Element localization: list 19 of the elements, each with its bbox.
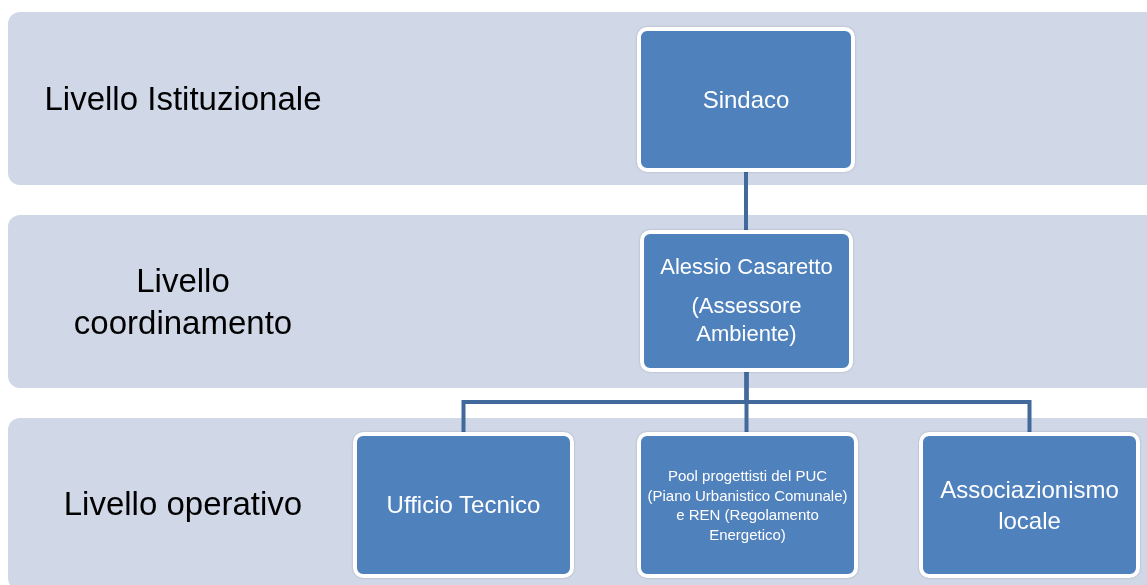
role-box: [637, 432, 858, 578]
connector-line: [744, 372, 1032, 432]
role-box: [353, 432, 574, 578]
connector-line: [744, 172, 748, 230]
role-label: Associazionismo locale: [939, 474, 1120, 536]
role-label: Pool progettisti del PUC (Piano Urbanistico Comunale) e REN (Regolamento Energetico): [646, 466, 849, 544]
level-band: [8, 12, 1147, 185]
role-label: Ufficio Tecnico: [385, 490, 542, 521]
role-box: [919, 432, 1140, 578]
role-label: Sindaco: [701, 84, 791, 115]
level-label: Livello Istituzionale: [44, 78, 322, 119]
role-label: (Assessore Ambiente): [690, 291, 803, 349]
level-label: Livello coordinamento: [72, 261, 294, 343]
level-label: Livello operativo: [63, 484, 303, 525]
role-box: [640, 230, 853, 372]
level-band: [8, 215, 1147, 388]
level-band: [8, 418, 1147, 585]
role-box: [637, 27, 855, 172]
role-label: Alessio Casaretto: [659, 253, 834, 282]
